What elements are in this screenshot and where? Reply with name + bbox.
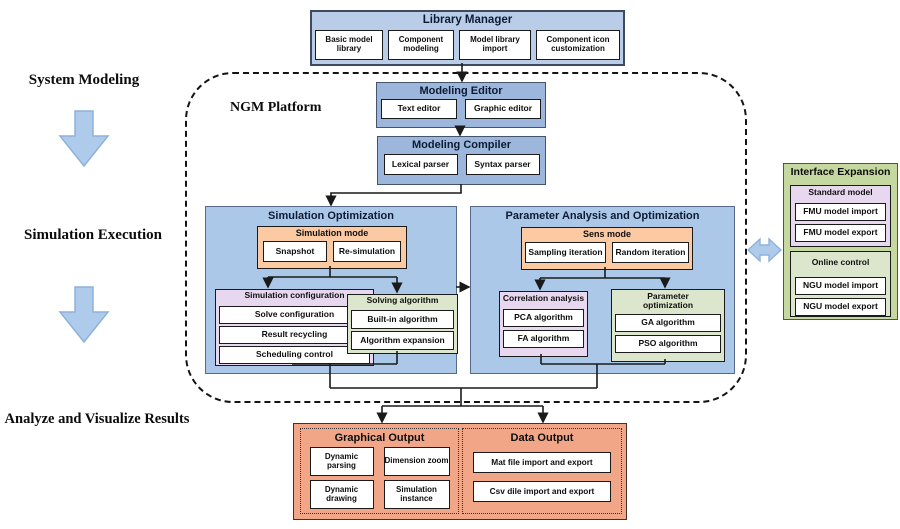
interface-expansion-title: Interface Expansion bbox=[790, 166, 891, 178]
library-manager-item: Basic model library bbox=[315, 29, 383, 60]
correlation-analysis-item: PCA algorithm bbox=[503, 309, 584, 327]
simulation-configuration-item: Solve configuration bbox=[219, 306, 370, 324]
sens-mode-item: Random iteration bbox=[612, 241, 689, 263]
library-manager-box: Library Manager Basic model library Comp… bbox=[310, 10, 625, 66]
online-control-title: Online control bbox=[811, 257, 870, 267]
graphical-output-item: Dynamic drawing bbox=[309, 480, 374, 510]
data-output-item: Csv dile import and export bbox=[473, 481, 611, 503]
modeling-compiler-item: Lexical parser bbox=[383, 154, 458, 176]
data-output-title: Data Output bbox=[510, 432, 574, 444]
library-manager-item: Component modeling bbox=[388, 29, 454, 60]
parameter-optimization-item: GA algorithm bbox=[615, 314, 721, 332]
output-container: Graphical Output Dynamic parsing Dimensi… bbox=[293, 423, 627, 520]
left-right-arrow-icon bbox=[747, 237, 782, 263]
library-manager-title: Library Manager bbox=[422, 14, 513, 26]
modeling-compiler-item: Syntax parser bbox=[465, 154, 540, 176]
standard-model-item: FMU model import bbox=[795, 203, 886, 221]
sens-mode-item: Sampling iteration bbox=[525, 241, 606, 263]
sens-mode-title: Sens mode bbox=[582, 229, 631, 239]
solving-algorithm-item: Algorithm expansion bbox=[351, 331, 454, 350]
simulation-configuration-title: Simulation configuration bbox=[244, 290, 345, 300]
stage-label-analyze-visualize-results: Analyze and Visualize Results bbox=[4, 411, 190, 427]
graphical-output-box: Graphical Output Dynamic parsing Dimensi… bbox=[300, 428, 459, 514]
simulation-configuration-item: Result recycling bbox=[219, 326, 370, 344]
library-manager-item: Component icon customization bbox=[536, 29, 620, 60]
data-output-item: Mat file import and export bbox=[473, 452, 611, 474]
standard-model-group: Standard model FMU model import FMU mode… bbox=[790, 185, 891, 247]
sens-mode-group: Sens mode Sampling iteration Random iter… bbox=[521, 227, 693, 270]
online-control-group: Online control NGU model import NGU mode… bbox=[790, 251, 891, 317]
stage-label-system-modeling: System Modeling bbox=[28, 72, 140, 88]
simulation-mode-title: Simulation mode bbox=[295, 228, 369, 238]
parameter-optimization-group: Parameter optimization GA algorithm PSO … bbox=[611, 289, 725, 362]
standard-model-item: FMU model export bbox=[795, 224, 886, 242]
modeling-editor-item: Text editor bbox=[381, 99, 457, 120]
correlation-analysis-item: FA algorithm bbox=[503, 330, 584, 348]
solving-algorithm-group: Solving algorithm Built-in algorithm Alg… bbox=[347, 294, 458, 354]
simulation-mode-item: Re-simulation bbox=[333, 240, 401, 262]
data-output-box: Data Output Mat file import and export C… bbox=[462, 428, 622, 514]
graphical-output-item: Simulation instance bbox=[383, 480, 450, 510]
parameter-analysis-title: Parameter Analysis and Optimization bbox=[505, 210, 700, 222]
graphical-output-item: Dynamic parsing bbox=[309, 447, 374, 477]
graphical-output-title: Graphical Output bbox=[334, 432, 425, 444]
ngm-platform-label: NGM Platform bbox=[230, 100, 322, 115]
simulation-configuration-group: Simulation configuration Solve configura… bbox=[215, 289, 374, 366]
stage-label-simulation-execution: Simulation Execution bbox=[24, 227, 162, 243]
graphical-output-item: Dimension zoom bbox=[383, 447, 450, 477]
correlation-analysis-group: Correlation analysis PCA algorithm FA al… bbox=[499, 291, 588, 357]
down-arrow-icon bbox=[58, 110, 110, 168]
modeling-compiler-title: Modeling Compiler bbox=[412, 139, 511, 151]
modeling-editor-box: Modeling Editor Text editor Graphic edit… bbox=[376, 82, 546, 128]
parameter-analysis-panel: Parameter Analysis and Optimization Sens… bbox=[470, 206, 735, 374]
library-manager-item: Model library import bbox=[459, 29, 531, 60]
modeling-editor-item: Graphic editor bbox=[465, 99, 541, 120]
down-arrow-icon bbox=[58, 286, 110, 344]
solving-algorithm-title: Solving algorithm bbox=[366, 295, 439, 305]
standard-model-title: Standard model bbox=[808, 187, 873, 197]
online-control-item: NGU model export bbox=[795, 298, 886, 316]
simulation-mode-group: Simulation mode Snapshot Re-simulation bbox=[257, 226, 407, 269]
modeling-compiler-box: Modeling Compiler Lexical parser Syntax … bbox=[377, 136, 546, 185]
simulation-optimization-title: Simulation Optimization bbox=[268, 210, 394, 222]
parameter-optimization-title: Parameter optimization bbox=[642, 291, 694, 311]
parameter-optimization-item: PSO algorithm bbox=[615, 335, 721, 353]
interface-expansion-box: Interface Expansion Standard model FMU m… bbox=[783, 163, 898, 320]
modeling-editor-title: Modeling Editor bbox=[419, 85, 503, 97]
online-control-item: NGU model import bbox=[795, 277, 886, 295]
simulation-mode-item: Snapshot bbox=[263, 240, 327, 262]
simulation-optimization-panel: Simulation Optimization Simulation mode … bbox=[205, 206, 458, 374]
correlation-analysis-title: Correlation analysis bbox=[502, 293, 585, 303]
solving-algorithm-item: Built-in algorithm bbox=[351, 310, 454, 329]
